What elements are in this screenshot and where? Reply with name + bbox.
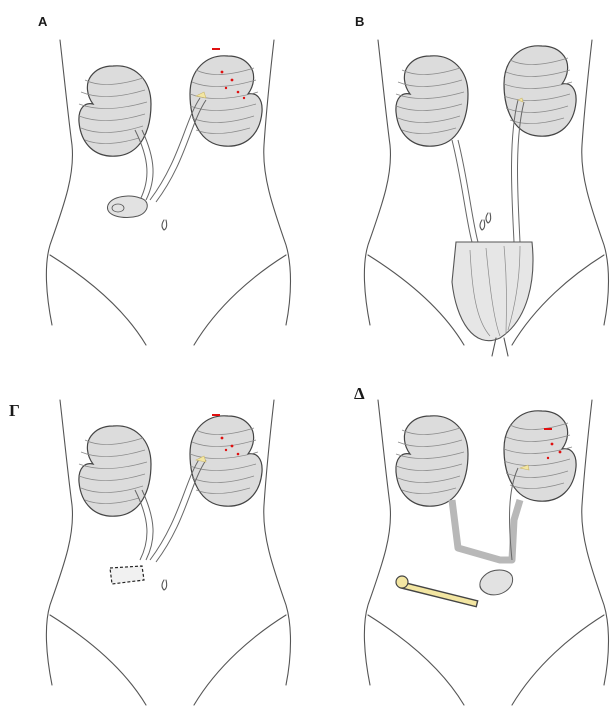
panel-b-drawing <box>364 40 608 356</box>
panel-delta-drawing <box>364 400 608 705</box>
right-kidney-delta <box>396 416 468 506</box>
panel-gamma-drawing <box>46 400 290 705</box>
left-kidney-b <box>504 46 576 136</box>
left-kidney-delta <box>504 411 576 501</box>
left-kidney-a <box>190 56 262 146</box>
panel-a-drawing <box>46 40 290 345</box>
right-kidney-b <box>396 56 468 146</box>
